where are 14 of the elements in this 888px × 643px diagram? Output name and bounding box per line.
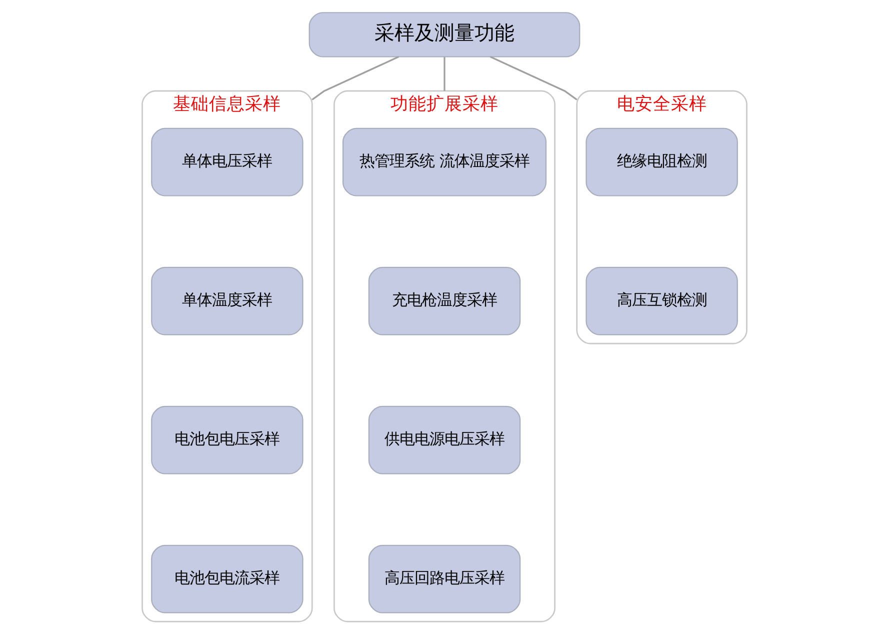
node-box: 热管理系统 流体温度采样 <box>342 128 546 196</box>
node-box: 电池包电流采样 <box>150 544 303 614</box>
node-box: 充电枪温度采样 <box>368 266 520 336</box>
connector <box>489 56 577 100</box>
node-box: 高压回路电压采样 <box>368 544 520 614</box>
connector <box>443 57 445 91</box>
node-box: 电池包电压采样 <box>150 406 303 474</box>
connector <box>311 56 399 100</box>
node-box: 采样及测量功能 <box>308 12 580 58</box>
node-box: 单体温度采样 <box>150 266 303 336</box>
node-box: 单体电压采样 <box>150 128 303 196</box>
node-box: 供电电源电压采样 <box>368 406 520 474</box>
node-box: 高压互锁检测 <box>585 266 738 336</box>
node-box: 绝缘电阻检测 <box>585 128 738 196</box>
